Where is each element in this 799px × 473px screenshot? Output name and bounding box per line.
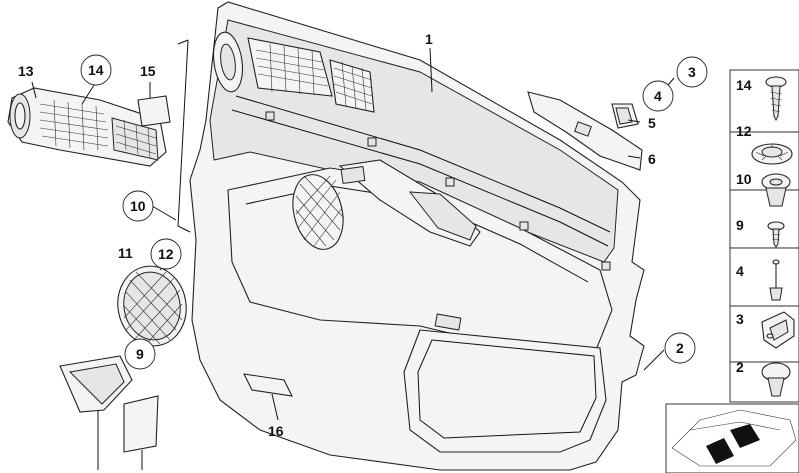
side-label-9: 9 [736, 217, 744, 233]
callout-circle-4 [642, 80, 674, 112]
callout-1: 1 [425, 31, 433, 47]
door-trim-panel [189, 1, 645, 471]
callout-12: 12 [158, 246, 174, 262]
side-label-2: 2 [736, 359, 744, 375]
air-vent-assembly [7, 87, 167, 167]
side-label-14: 14 [736, 77, 752, 93]
callout-circle-9 [124, 338, 156, 370]
cover-cap-16 [243, 373, 293, 397]
callout-9: 9 [136, 346, 144, 362]
callout-13: 13 [18, 63, 34, 79]
callout-circle-3 [676, 56, 708, 88]
callout-circle-14 [80, 54, 112, 86]
callout-2: 2 [676, 340, 684, 356]
callout-10: 10 [130, 198, 146, 214]
side-label-10: 10 [736, 171, 752, 187]
expanding-rivet-icon [761, 173, 791, 207]
callout-4: 4 [654, 88, 662, 104]
callout-11: 11 [118, 245, 133, 261]
side-label-3: 3 [736, 311, 744, 327]
callout-14: 14 [88, 62, 104, 78]
callout-16: 16 [268, 423, 284, 439]
callout-circle-2 [664, 332, 696, 364]
bracket-clip-icon [761, 311, 795, 349]
callout-circle-10 [122, 190, 154, 222]
screw-icon [765, 76, 787, 122]
screw-icon [767, 221, 785, 248]
clip-icon [761, 362, 791, 397]
side-label-4: 4 [736, 263, 744, 279]
callout-circle-12 [150, 238, 182, 270]
fastener-panel [729, 69, 799, 403]
side-label-12: 12 [736, 123, 752, 139]
callout-5: 5 [648, 115, 656, 131]
pin-clip-icon [769, 259, 783, 301]
vehicle-locator-thumbnail [665, 403, 799, 473]
push-nut-icon [751, 143, 793, 165]
storage-tray [59, 355, 159, 453]
speaker-grille [117, 265, 187, 347]
leader-lines [31, 39, 675, 470]
callout-6: 6 [648, 151, 656, 167]
callout-15: 15 [140, 63, 156, 79]
callout-3: 3 [688, 64, 696, 80]
cover-cap-15 [137, 95, 171, 127]
